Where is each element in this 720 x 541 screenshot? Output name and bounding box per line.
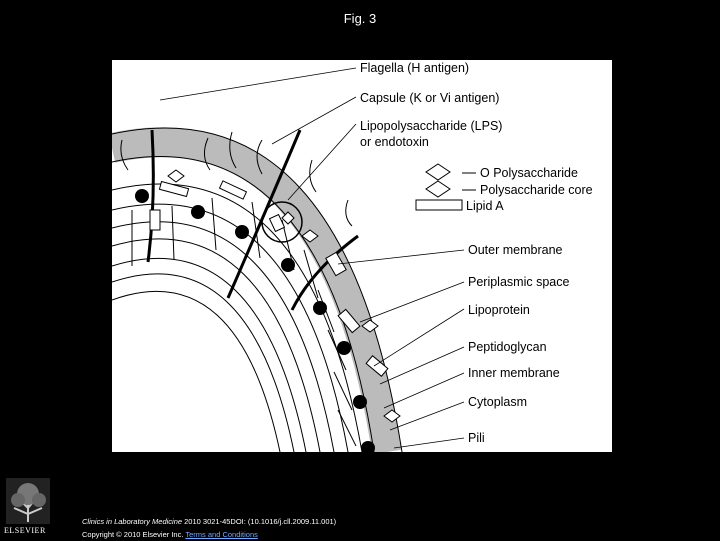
label-lps: Lipopolysaccharide (LPS) bbox=[360, 119, 502, 133]
label-capsule: Capsule (K or Vi antigen) bbox=[360, 91, 499, 105]
label-lps-endotoxin: or endotoxin bbox=[360, 135, 429, 149]
label-polysaccharide-core: Polysaccharide core bbox=[480, 183, 593, 197]
label-flagella: Flagella (H antigen) bbox=[360, 61, 469, 75]
label-periplasmic-space: Periplasmic space bbox=[468, 275, 569, 289]
inner-membrane-layer bbox=[112, 257, 307, 452]
flagellum-1 bbox=[146, 129, 155, 263]
lipid-a-legend-shape bbox=[415, 199, 463, 211]
label-lipoprotein: Lipoprotein bbox=[468, 303, 530, 317]
cytoplasm-dot bbox=[281, 258, 295, 272]
polysaccharide-core-legend-shape bbox=[425, 180, 451, 198]
label-outer-membrane: Outer membrane bbox=[468, 243, 563, 257]
cytoplasm-dot bbox=[361, 441, 375, 452]
cytoplasm-dot bbox=[353, 395, 367, 409]
label-lipid-a: Lipid A bbox=[466, 199, 504, 213]
label-inner-membrane: Inner membrane bbox=[468, 366, 560, 380]
o-polysaccharide-legend-shape bbox=[425, 163, 451, 181]
label-o-polysaccharide: O Polysaccharide bbox=[480, 166, 578, 180]
citation-details: 2010 3021-45DOI: (10.1016/j.cll.2009.11.… bbox=[182, 517, 337, 526]
elsevier-tree-logo bbox=[6, 478, 50, 524]
cytoplasm-dot bbox=[337, 341, 351, 355]
label-cytoplasm: Cytoplasm bbox=[468, 395, 527, 409]
cytoplasm-dot bbox=[313, 301, 327, 315]
bacterial-cell-wall-diagram: Flagella (H antigen) Capsule (K or Vi an… bbox=[112, 60, 612, 452]
label-pili: Pili bbox=[468, 431, 485, 445]
figure-title: Fig. 3 bbox=[343, 11, 377, 26]
terms-link[interactable]: Terms and Conditions bbox=[185, 530, 258, 539]
peptidoglycan-layer bbox=[112, 203, 349, 452]
flagellum-3 bbox=[290, 234, 359, 311]
cell-envelope-illustration: Flagella (H antigen) Capsule (K or Vi an… bbox=[112, 61, 593, 452]
publisher-name: ELSEVIER bbox=[4, 526, 46, 535]
lps-highlight-circle bbox=[261, 201, 303, 243]
cytoplasm-dot bbox=[135, 189, 149, 203]
citation-copyright: Copyright © 2010 Elsevier Inc. bbox=[82, 530, 186, 539]
label-peptidoglycan: Peptidoglycan bbox=[468, 340, 547, 354]
cytoplasm-dot bbox=[191, 205, 205, 219]
figure-citation: Clinics in Laboratory Medicine 2010 3021… bbox=[82, 515, 336, 541]
cytoplasm-dot bbox=[235, 225, 249, 239]
citation-journal: Clinics in Laboratory Medicine bbox=[82, 517, 183, 526]
